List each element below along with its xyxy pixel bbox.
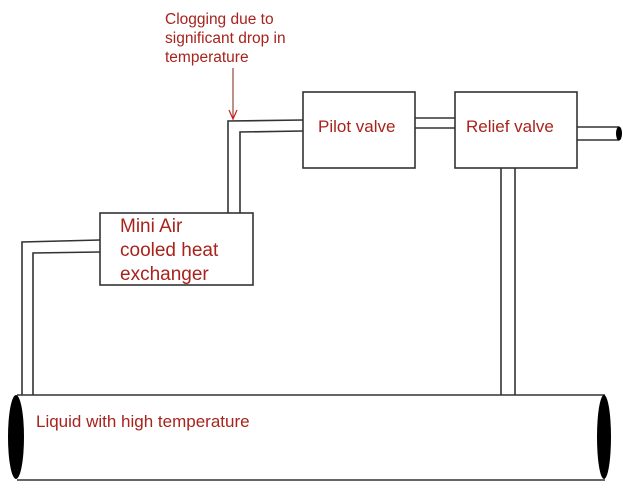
pipe-right-end — [597, 395, 611, 479]
relief-valve-box — [454, 91, 578, 169]
pipe-left-end — [8, 395, 24, 479]
main-pipe — [8, 394, 611, 481]
pilot-valve-label: Pilot valve — [318, 117, 395, 136]
exchanger-to-pilot-pipe — [227, 119, 304, 213]
heat-exchanger-label-2: cooled heat — [120, 240, 219, 261]
pilot-valve-box — [302, 91, 416, 169]
relief-valve-label: Relief valve — [466, 117, 554, 136]
inlet-pipe — [21, 239, 101, 395]
heat-exchanger-label-1: Mini Air — [120, 216, 183, 237]
heat-exchanger-box — [99, 212, 254, 286]
outlet-pipe-end — [616, 126, 622, 141]
outlet-pipe — [577, 126, 622, 141]
pilot-to-relief-pipe — [415, 117, 455, 129]
main-pipe-label: Liquid with high temperature — [36, 412, 250, 431]
annotation-line-3: temperature — [165, 49, 249, 66]
annotation-line-2: significant drop in — [165, 30, 286, 47]
annotation-line-1: Clogging due to — [165, 11, 274, 28]
clogging-arrow — [228, 68, 238, 121]
heat-exchanger-label-3: exchanger — [120, 264, 209, 285]
relief-return-pipe — [500, 168, 516, 395]
